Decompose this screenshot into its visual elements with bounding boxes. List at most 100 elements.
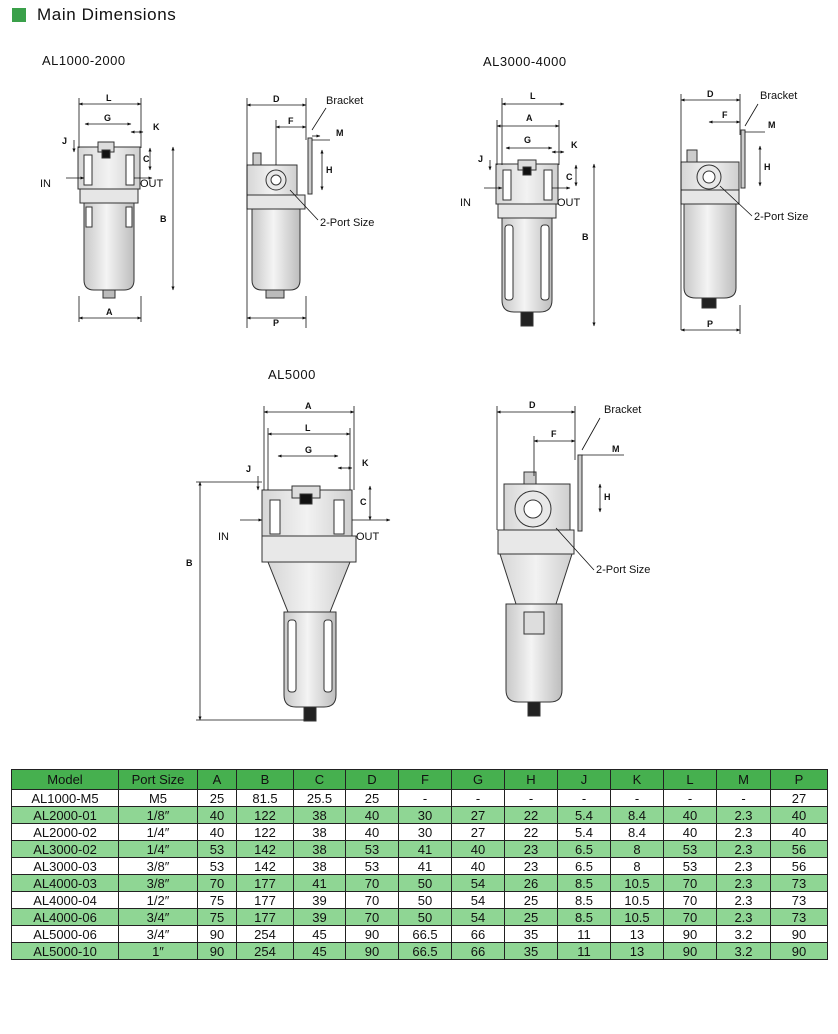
table-cell: 54 [451, 908, 505, 926]
table-cell: 90 [345, 925, 399, 943]
table-cell: 56 [770, 857, 828, 875]
bracket-label-3: Bracket [604, 404, 641, 416]
table-cell: 70 [345, 874, 399, 892]
dim-F-3: F [551, 429, 557, 439]
table-cell: 254 [236, 942, 294, 960]
dim-J-1: J [62, 136, 67, 146]
al1000-side-view [246, 137, 313, 299]
table-cell: 41 [398, 857, 452, 875]
table-cell: 26 [504, 874, 558, 892]
in-label-2: IN [460, 197, 471, 209]
table-cell: 6.5 [557, 857, 611, 875]
table-cell: 70 [345, 908, 399, 926]
table-cell: 70 [663, 908, 717, 926]
table-cell: 22 [504, 823, 558, 841]
table-cell: 50 [398, 891, 452, 909]
table-cell: 27 [451, 806, 505, 824]
dim-M-2: M [768, 120, 776, 130]
dim-F-2: F [722, 110, 728, 120]
table-cell: 13 [610, 942, 664, 960]
dim-D-2: D [707, 89, 714, 99]
table-cell: 90 [345, 942, 399, 960]
column-header: J [557, 769, 611, 790]
table-cell: AL3000-02 [11, 840, 119, 858]
table-cell: 75 [197, 908, 237, 926]
dim-B-1: B [160, 214, 167, 224]
table-cell: 27 [770, 789, 828, 807]
column-header: A [197, 769, 237, 790]
out-label-2: OUT [557, 197, 581, 209]
table-cell: 8.5 [557, 908, 611, 926]
table-cell: 8 [610, 857, 664, 875]
table-cell: AL3000-03 [11, 857, 119, 875]
table-cell: AL2000-01 [11, 806, 119, 824]
table-cell: 66 [451, 925, 505, 943]
dim-G-2: G [524, 135, 531, 145]
table-cell: 254 [236, 925, 294, 943]
table-cell: 39 [293, 908, 346, 926]
port-label-2: 2-Port Size [754, 211, 808, 223]
table-cell: AL5000-06 [11, 925, 119, 943]
column-header: F [398, 769, 452, 790]
column-header: B [236, 769, 294, 790]
table-cell: 38 [293, 857, 346, 875]
table-cell: 40 [451, 857, 505, 875]
table-cell: 90 [770, 925, 828, 943]
column-header: M [716, 769, 771, 790]
table-cell: 10.5 [610, 908, 664, 926]
table-cell: 90 [197, 925, 237, 943]
drawing-title-al1000-2000: AL1000-2000 [42, 53, 126, 68]
table-cell: 53 [197, 840, 237, 858]
green-square-icon [12, 8, 26, 22]
drawing-title-al3000-4000: AL3000-4000 [483, 54, 567, 69]
table-cell: 25 [504, 891, 558, 909]
table-cell: AL4000-06 [11, 908, 119, 926]
al3000-front-view [495, 159, 559, 327]
out-label-3: OUT [356, 531, 380, 543]
dim-A-1: A [106, 307, 113, 317]
table-cell: 38 [293, 823, 346, 841]
dim-J-3: J [246, 464, 251, 474]
table-cell: 23 [504, 857, 558, 875]
table-cell: 66.5 [398, 925, 452, 943]
dim-P-2: P [707, 319, 713, 329]
dim-M-1: M [336, 128, 344, 138]
table-cell: M5 [118, 789, 198, 807]
table-cell: 25.5 [293, 789, 346, 807]
table-cell: 3/8″ [118, 874, 198, 892]
table-cell: AL1000-M5 [11, 789, 119, 807]
table-cell: 50 [398, 908, 452, 926]
dim-C-1: C [143, 154, 150, 164]
table-cell: 70 [345, 891, 399, 909]
table-cell: 70 [663, 874, 717, 892]
table-cell: 2.3 [716, 840, 771, 858]
dim-C-3: C [360, 497, 367, 507]
dim-G-1: G [104, 113, 111, 123]
section-header: Main Dimensions [12, 5, 176, 25]
table-cell: 10.5 [610, 891, 664, 909]
table-cell: 8.5 [557, 891, 611, 909]
table-cell: 22 [504, 806, 558, 824]
table-cell: 38 [293, 806, 346, 824]
table-cell: 53 [345, 857, 399, 875]
in-label-3: IN [218, 531, 229, 543]
table-cell: 53 [663, 840, 717, 858]
table-cell: 2.3 [716, 806, 771, 824]
table-cell: 1/2″ [118, 891, 198, 909]
table-cell: 25 [345, 789, 399, 807]
table-cell: 27 [451, 823, 505, 841]
dim-B-3: B [186, 558, 193, 568]
dim-D-3: D [529, 400, 536, 410]
table-cell: 73 [770, 908, 828, 926]
table-cell: 25 [197, 789, 237, 807]
table-cell: 11 [557, 925, 611, 943]
dim-B-2: B [582, 232, 589, 242]
dim-H-2: H [764, 162, 771, 172]
